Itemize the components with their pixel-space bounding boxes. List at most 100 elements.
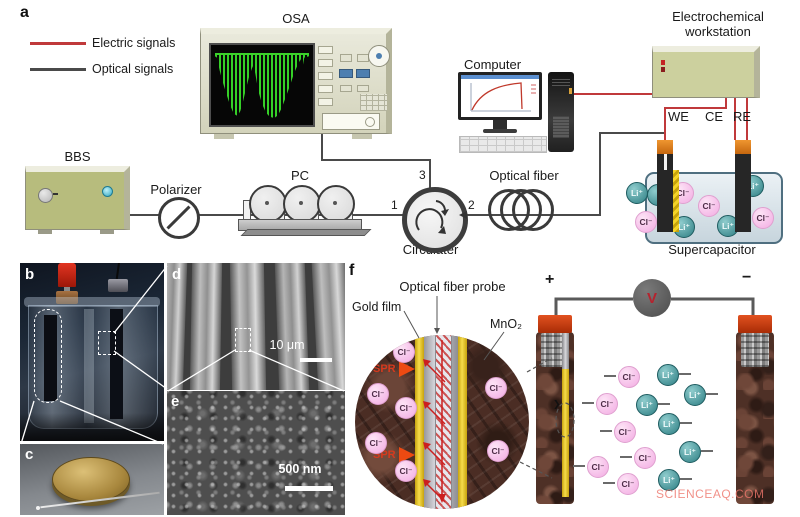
ion-motion-dash <box>701 450 713 452</box>
cl-ion: Cl⁻ <box>365 432 387 454</box>
cap-stem <box>64 287 70 293</box>
li-ion: Li⁺ <box>679 441 701 463</box>
panel-a-label: a <box>20 4 29 21</box>
photo-shadow <box>20 413 164 441</box>
counter-electrode <box>735 154 751 232</box>
computer-tower-grille <box>553 116 569 138</box>
pc-paddle-disc <box>283 185 321 223</box>
panel-d-sem-image <box>167 263 345 390</box>
circulator-port-1: 1 <box>391 198 398 212</box>
gold-fiber-probe-strip <box>673 170 679 232</box>
bbs-label: BBS <box>64 149 91 164</box>
bbs-foot <box>100 230 114 234</box>
pc-base-plate-side <box>240 229 372 236</box>
spr-label: SPR <box>373 363 396 375</box>
osa-keypad-grid <box>360 94 387 111</box>
computer-monitor <box>458 72 542 120</box>
panel-d-scale-text: 10 μm <box>269 338 305 352</box>
workstation-led <box>661 60 665 65</box>
pc-label: PC <box>290 168 310 183</box>
ion-motion-dash <box>604 375 616 377</box>
electric-signal-legend-label: Electric signals <box>92 36 176 50</box>
osa-label: OSA <box>282 11 310 26</box>
li-ion: Li⁺ <box>657 364 679 386</box>
magnified-region-outline <box>34 309 62 403</box>
watermark: SCIENCEAQ.COM <box>656 487 765 501</box>
sem-fiber <box>189 263 223 390</box>
computer-keyboard <box>459 136 547 153</box>
osa-softkey-button <box>318 59 333 67</box>
electrode-wire <box>115 263 121 280</box>
gold-film-label: Gold film <box>352 300 402 314</box>
osa-softkey-button <box>318 98 333 106</box>
cl-ion: Cl⁻ <box>752 207 774 229</box>
cl-ion: Cl⁻ <box>587 456 609 478</box>
osa-knob-dot <box>376 53 382 59</box>
probe-bare-fiber <box>562 333 569 369</box>
osa-spectrum-baseline <box>215 53 309 55</box>
cl-ion: Cl⁻ <box>634 447 656 469</box>
fiber-tip-dot <box>36 506 40 510</box>
glass-flange <box>24 297 160 307</box>
li-ion: Li⁺ <box>658 413 680 435</box>
counter-electrode-cap <box>735 140 751 154</box>
workstation-label-line1: Electrochemical <box>672 9 764 24</box>
electrode-cap <box>738 315 772 333</box>
pc-paddle-disc <box>317 185 355 223</box>
osa-knob <box>368 45 390 67</box>
probe-position-marker: ❯ <box>553 399 561 409</box>
panel-e-label: e <box>171 393 180 410</box>
we-terminal-label: WE <box>668 109 689 124</box>
osa-blue-button <box>339 69 353 78</box>
fiber-probe-tip <box>664 154 667 170</box>
li-ion: Li⁺ <box>626 182 648 204</box>
positive-terminal-label: + <box>545 271 555 288</box>
cl-ion: Cl⁻ <box>614 421 636 443</box>
panel-e-sem-image <box>167 391 345 515</box>
cl-ion: Cl⁻ <box>487 440 509 462</box>
polarizer-label: Polarizer <box>150 182 202 197</box>
panel-d-scale-bar <box>300 358 332 362</box>
osa-drive-slot <box>322 113 380 130</box>
panel-e-scale-text: 500 nm <box>278 462 322 476</box>
bbs-device <box>25 166 130 230</box>
metal-fitting <box>108 279 128 292</box>
ion-motion-dash <box>658 403 670 405</box>
electrochemical-workstation-device <box>652 46 760 98</box>
bbs-led <box>102 186 113 197</box>
voltmeter: V <box>633 279 671 317</box>
osa-softkey-button <box>318 85 333 93</box>
magnified-region-outline <box>235 328 251 352</box>
cl-ion: Cl⁻ <box>596 393 618 415</box>
ion-motion-dash <box>706 393 718 395</box>
computer-monitor-stand <box>493 120 507 129</box>
bbs-knob-tick <box>53 193 58 195</box>
panel-e-scale-bar <box>285 486 333 491</box>
osa-spectrum-trace <box>215 53 309 119</box>
cl-ion: Cl⁻ <box>617 473 639 495</box>
cl-ion: Cl⁻ <box>367 383 389 405</box>
osa-button <box>340 85 352 92</box>
probe-cross-section-inset: SPR SPR Cl⁻ Cl⁻ Cl⁻ Cl⁻ Cl⁻ Cl⁻ Cl⁻ <box>355 335 529 509</box>
glass-cell-divider <box>84 309 94 423</box>
sem-fiber <box>311 263 345 390</box>
electric-signal-legend-line <box>30 42 86 45</box>
osa-blue-button <box>356 69 370 78</box>
ce-terminal-label: CE <box>705 109 724 124</box>
electrode-in-cell <box>44 315 57 401</box>
gold-film-layer <box>415 335 424 509</box>
optical-signal-legend-label: Optical signals <box>92 62 174 76</box>
li-ion: Li⁺ <box>636 394 658 416</box>
ion-motion-dash <box>620 456 632 458</box>
bbs-knob <box>38 188 53 203</box>
cl-ion: Cl⁻ <box>618 366 640 388</box>
bbs-foot <box>38 230 52 234</box>
ion-motion-dash <box>680 422 692 424</box>
sem-fiber <box>229 263 267 390</box>
red-cap <box>58 263 76 287</box>
panel-c-label: c <box>25 446 34 463</box>
workstation-led <box>661 67 665 72</box>
cl-ion: Cl⁻ <box>485 377 507 399</box>
circulator-symbol <box>402 187 468 253</box>
